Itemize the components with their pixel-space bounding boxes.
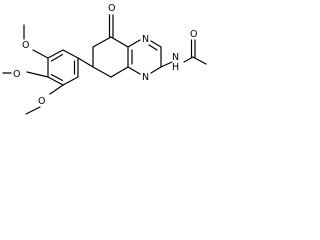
bond bbox=[50, 73, 64, 82]
bond bbox=[110, 66, 129, 78]
bond bbox=[50, 53, 64, 62]
bond bbox=[150, 40, 162, 48]
bond bbox=[160, 61, 173, 68]
methoxy-oxygen-middle-label: O bbox=[13, 69, 20, 80]
bond bbox=[92, 36, 112, 48]
bond bbox=[92, 66, 112, 78]
bond bbox=[25, 106, 41, 115]
bond bbox=[26, 71, 49, 78]
amide-hydrogen-label: H bbox=[172, 62, 179, 73]
bond bbox=[110, 36, 129, 48]
bond bbox=[127, 66, 141, 75]
methoxy-oxygen-bottom-label: O bbox=[38, 96, 45, 107]
methoxy-oxygen-top-label: O bbox=[22, 40, 29, 51]
bond bbox=[150, 66, 162, 74]
chemical-structure-diagram: O N N N H O O O O bbox=[2, 3, 207, 115]
bond bbox=[49, 84, 64, 95]
bond bbox=[192, 56, 207, 65]
bond bbox=[127, 39, 141, 48]
bond bbox=[47, 76, 64, 86]
bond bbox=[62, 49, 79, 59]
bond bbox=[32, 49, 49, 59]
bond-lines bbox=[2, 14, 207, 115]
bond bbox=[47, 49, 64, 59]
ring-nitrogen-upper-label: N bbox=[142, 34, 149, 45]
bond bbox=[148, 44, 158, 51]
atom-labels: O N N N H O O O O bbox=[13, 3, 197, 107]
ketone-oxygen-label: O bbox=[108, 3, 115, 14]
bond bbox=[183, 56, 194, 63]
bond bbox=[77, 57, 94, 68]
ring-nitrogen-lower-label: N bbox=[142, 72, 149, 83]
acetyl-oxygen-label: O bbox=[190, 29, 197, 40]
bond bbox=[62, 76, 79, 86]
amide-nitrogen-label: N bbox=[172, 52, 179, 63]
